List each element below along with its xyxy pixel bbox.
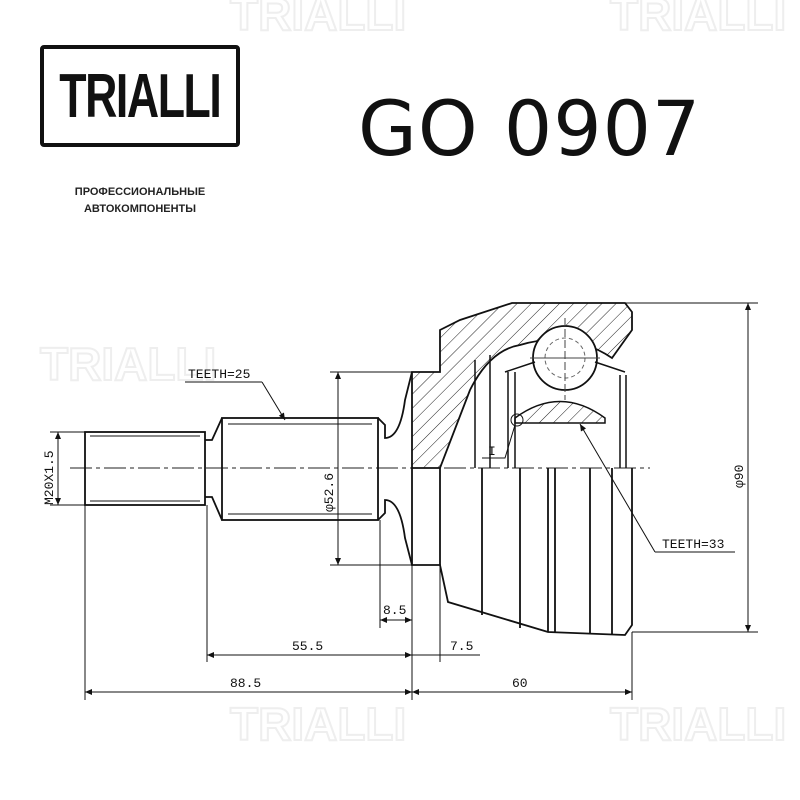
- housing-diameter-label: φ90: [732, 465, 747, 488]
- housing-section: [411, 302, 633, 469]
- dim-7-5: 7.5: [450, 639, 473, 654]
- watermark: TRIALLI: [230, 698, 406, 750]
- thread-section: [84, 431, 206, 506]
- logo-text: TRIALLI: [59, 61, 221, 131]
- dim-60: 60: [512, 676, 528, 691]
- inner-race: [514, 400, 606, 424]
- dim-88-5: 88.5: [230, 676, 261, 691]
- teeth-33-label: TEETH=33: [662, 537, 724, 552]
- shaft: [84, 371, 413, 566]
- tagline-line-2: АВТОКОМПОНЕНТЫ: [83, 203, 197, 215]
- teeth-25-label: TEETH=25: [188, 367, 250, 382]
- housing-outline: [411, 468, 633, 636]
- part-number: GO 0907: [358, 84, 702, 173]
- thread-label: M20X1.5: [42, 450, 57, 505]
- spline-section: [221, 417, 379, 521]
- watermark: TRIALLI: [610, 698, 786, 750]
- section-mark: I: [488, 444, 496, 459]
- trialli-logo: TRIALLI: [40, 45, 240, 147]
- dimension-lines: [50, 302, 758, 700]
- watermark: TRIALLI: [610, 0, 786, 40]
- tagline-line-1: ПРОФЕССИОНАЛЬНЫЕ: [74, 186, 206, 198]
- shaft-diameter-label: φ52.6: [322, 473, 337, 512]
- watermark: TRIALLI: [230, 0, 406, 40]
- dim-8-5: 8.5: [383, 603, 406, 618]
- brand-tagline: ПРОФЕССИОНАЛЬНЫЕ АВТОКОМПОНЕНТЫ: [40, 184, 240, 218]
- dim-55-5: 55.5: [292, 639, 323, 654]
- cage: [474, 355, 627, 468]
